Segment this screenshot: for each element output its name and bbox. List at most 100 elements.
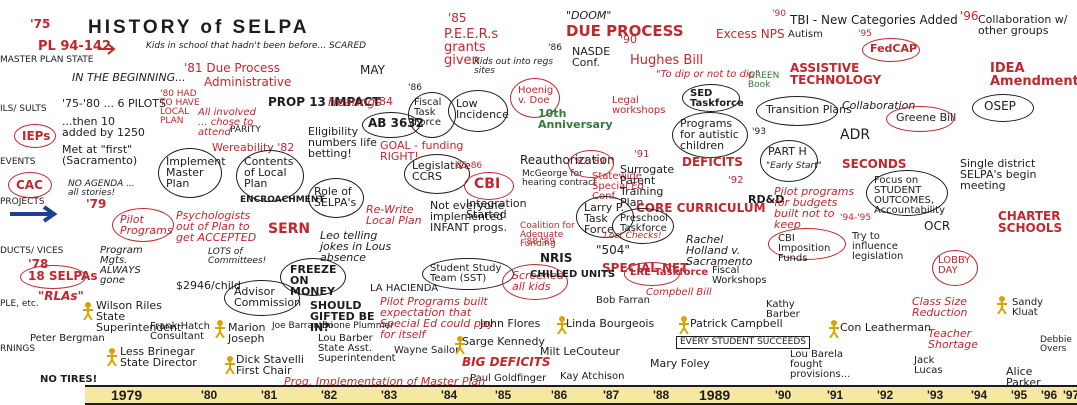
excess-nps: Excess NPS: [716, 27, 785, 41]
left-label-products: DUCTS/ VICES: [0, 246, 64, 256]
due-process: DUE PROCESS: [566, 22, 684, 40]
cbi: CBI: [474, 176, 501, 192]
teacher-shortage: Teacher Shortage: [928, 327, 979, 351]
sern: SERN: [268, 221, 311, 237]
nris-year: '88-'89: [524, 237, 556, 247]
person-icon: [829, 320, 839, 338]
holland: Rachel Holland v. Sacramento: [686, 233, 753, 268]
integration-started: Integration Started: [466, 197, 527, 221]
person-icon: [215, 320, 225, 338]
la-hacienda: LA HACIENDA: [370, 283, 439, 294]
year-94-95: '94-'95: [840, 213, 872, 223]
timeline-year: '96: [1041, 388, 1058, 402]
administrative: Administrative: [204, 75, 292, 89]
year-92: '92: [728, 175, 744, 186]
person-john-flores: John Flores: [480, 317, 541, 330]
person-sarge-kennedy: Sarge Kennedy: [462, 335, 545, 348]
year-85: '85: [448, 11, 467, 25]
person-alice-parker: Alice Parker: [1006, 365, 1041, 389]
then-added: ...then 10 added by 1250: [62, 115, 145, 139]
person-peter-bergman: Peter Bergman: [30, 333, 105, 344]
year-86: '86: [548, 43, 562, 53]
year-90: '90: [620, 33, 638, 46]
peers-grants: P.E.E.R.s grants given: [444, 27, 499, 68]
kids-out: Kids out into regs sites: [474, 57, 554, 76]
osep: OSEP: [984, 99, 1016, 113]
wereability: Wereability '82: [212, 141, 295, 154]
person-patrick-campbell: Patrick Campbell: [690, 317, 783, 330]
role-of-selpas: Role of SELPA's: [314, 185, 357, 209]
rlas: "RLAs": [38, 289, 84, 303]
low-incidence: Low Incidence: [456, 97, 509, 121]
coalition: Coalition for Adequate Funding: [520, 221, 575, 249]
year-91: '91: [634, 149, 650, 160]
lobby-day: LOBBY DAY: [938, 255, 971, 276]
class-size-reduction: Class Size Reduction: [912, 295, 968, 319]
freeze-on-money: FREEZE ON MONEY: [290, 263, 337, 298]
screened-all-kids: Screened all kids: [512, 269, 564, 293]
green-book: GREEN Book: [748, 71, 780, 90]
timeline-year: '95: [1011, 388, 1028, 402]
year-84: '84: [376, 95, 394, 108]
fiscal-tf-year: '86: [408, 83, 422, 93]
person-sandy-kluat: Sandy Kluat: [1012, 297, 1044, 318]
arrow-icon: [100, 43, 116, 55]
timeline: 1979 '80 '81 '82 '83 '84 '85 '86 '87 '88…: [85, 385, 1077, 405]
person-wilson-riles: Wilson Riles State Superintendent: [96, 299, 182, 334]
timeline-year: '80: [201, 388, 218, 402]
timeline-year: '87: [603, 388, 620, 402]
person-mary-foley: Mary Foley: [650, 357, 710, 370]
timeline-year: '86: [551, 388, 568, 402]
parity: PARITY: [230, 125, 261, 135]
person-jack-lucas: Jack Lucas: [914, 355, 943, 376]
pl94-142: PL 94-142: [38, 39, 111, 54]
programs-autistic: Programs for autistic children: [680, 117, 739, 152]
sed-taskforce: SED Taskforce: [690, 88, 744, 109]
hughes-bill: Hughes Bill: [630, 53, 704, 68]
focus-outcomes: Focus on STUDENT OUTCOMES, Accountabilit…: [874, 175, 946, 216]
person-milt-lecouteur: Milt LeCouteur: [540, 345, 621, 358]
ieps: IEPs: [22, 129, 51, 143]
program-mgts: Program Mgts. ALWAYS gone: [100, 245, 143, 286]
advisor-commission: Advisor Commission: [234, 285, 302, 309]
adr: ADR: [840, 127, 871, 143]
due-process-81: '81 Due Process: [184, 61, 280, 75]
person-lou-barber: Lou Barber State Asst. Superintendent: [318, 333, 396, 364]
timeline-year: '85: [495, 388, 512, 402]
left-label-master-plan: MASTER PLAN STATE: [0, 55, 94, 65]
person-debbie-overs: Debbie Overs: [1040, 335, 1072, 354]
year-96: '96: [960, 9, 979, 23]
left-label-learnings: RNINGS: [0, 344, 36, 354]
to-dip: "To dip or not to dip": [656, 69, 760, 80]
legal-workshops: Legal workshops: [612, 95, 666, 116]
legislative-ccrs: Legislative CCRS: [412, 159, 471, 183]
implement-master-plan: Implement Master Plan: [166, 155, 226, 190]
person-joe-barrantini: Joe Barrantini: [272, 321, 333, 331]
mcgeorge: McGeorge for hearing contract: [522, 169, 597, 188]
single-district: Single district SELPA's begin meeting: [960, 157, 1037, 192]
cbi-imposition-funds: CBI Imposition Funds: [778, 233, 831, 264]
left-label-results: ILS/ SULTS: [0, 104, 47, 114]
person-icon: [107, 348, 117, 366]
not-everyone: Not everyone implemented INFANT progs.: [430, 199, 507, 234]
person-linda-bourgeois: Linda Bourgeois: [566, 317, 655, 330]
504: "504": [596, 243, 630, 257]
tbi: TBI - New Categories Added: [790, 13, 958, 27]
person-icon: [83, 302, 93, 320]
left-label-projects: PROJECTS: [0, 197, 45, 207]
timeline-year: '93: [927, 388, 944, 402]
timeline-year: '83: [381, 388, 398, 402]
timeline-year: '92: [877, 388, 894, 402]
should-gifted: SHOULD GIFTED BE IN?: [310, 299, 375, 334]
fiscal-workshops: Fiscal Workshops: [712, 265, 767, 286]
collab-other-groups: Collaboration w/ other groups: [978, 13, 1068, 37]
timeline-year: '81: [261, 388, 278, 402]
cbi-year: 85-86: [456, 161, 483, 171]
larry-p: Larry P. Task Force: [584, 201, 625, 236]
left-label-people: PLE, etc.: [0, 299, 39, 309]
person-frank-hatch: Frank Hatch Consultant: [150, 321, 210, 342]
lre-taskforce: LRE Taskforce: [630, 267, 709, 278]
idea-amendments: IDEA Amendments: [990, 61, 1077, 89]
leo-telling-jokes: Leo telling jokes in Lous absence: [320, 229, 392, 264]
in-the-beginning: IN THE BEGINNING...: [72, 71, 186, 84]
